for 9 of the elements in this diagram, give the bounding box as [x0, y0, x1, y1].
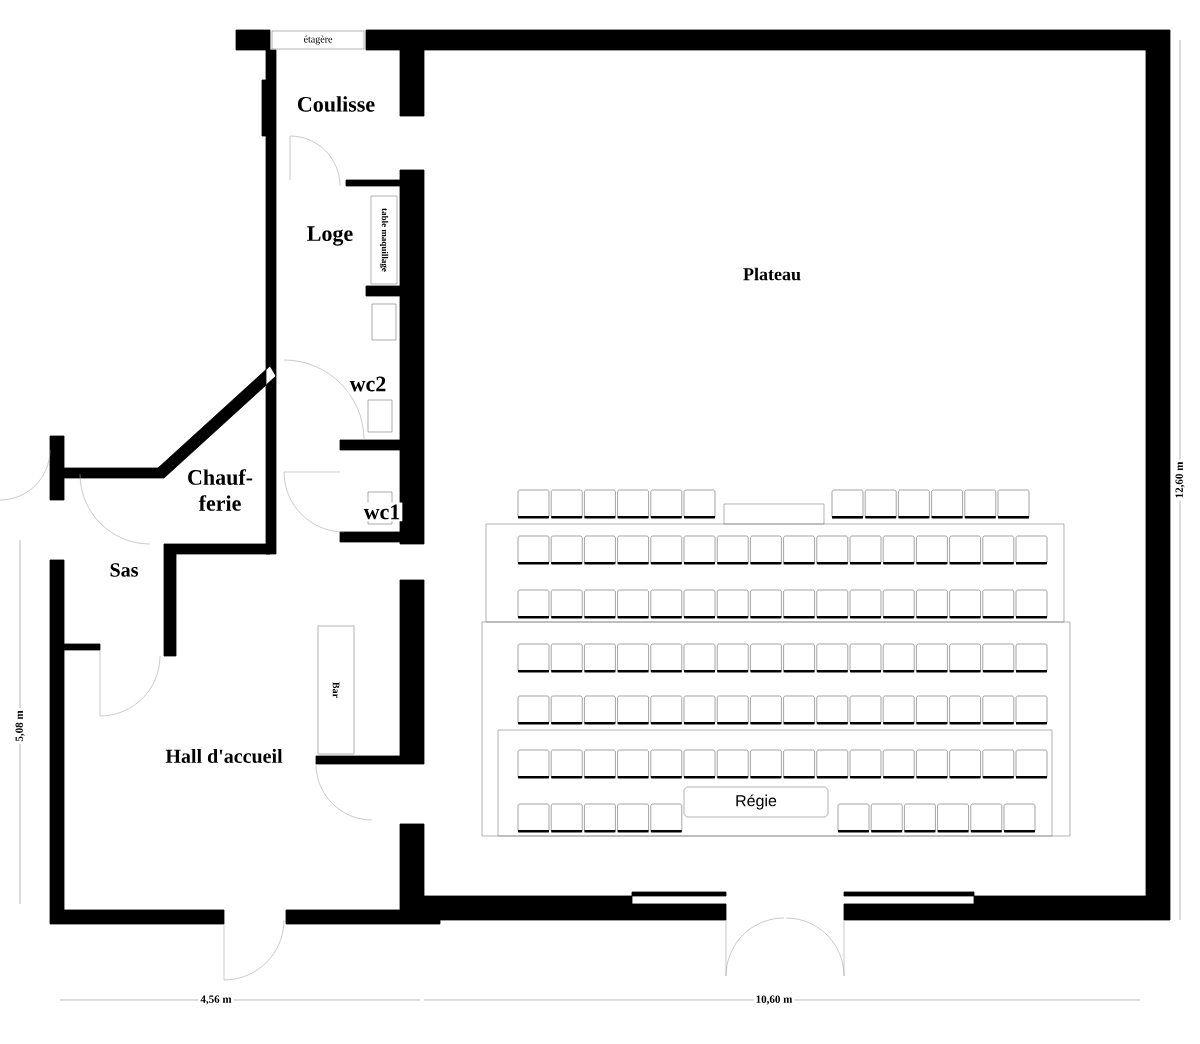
room-label: wc2 — [347, 374, 389, 394]
room-label: wc1 — [361, 502, 403, 522]
room-label: Plateau — [741, 265, 803, 283]
room-label: Coulisse — [294, 94, 378, 114]
control-booth-box: Régie — [683, 786, 829, 818]
room-label: Loge — [304, 224, 356, 248]
room-label: Hall d'accueil — [163, 746, 285, 766]
room-label: Sas — [107, 561, 141, 579]
room-label: Chauf-ferie — [182, 467, 258, 513]
